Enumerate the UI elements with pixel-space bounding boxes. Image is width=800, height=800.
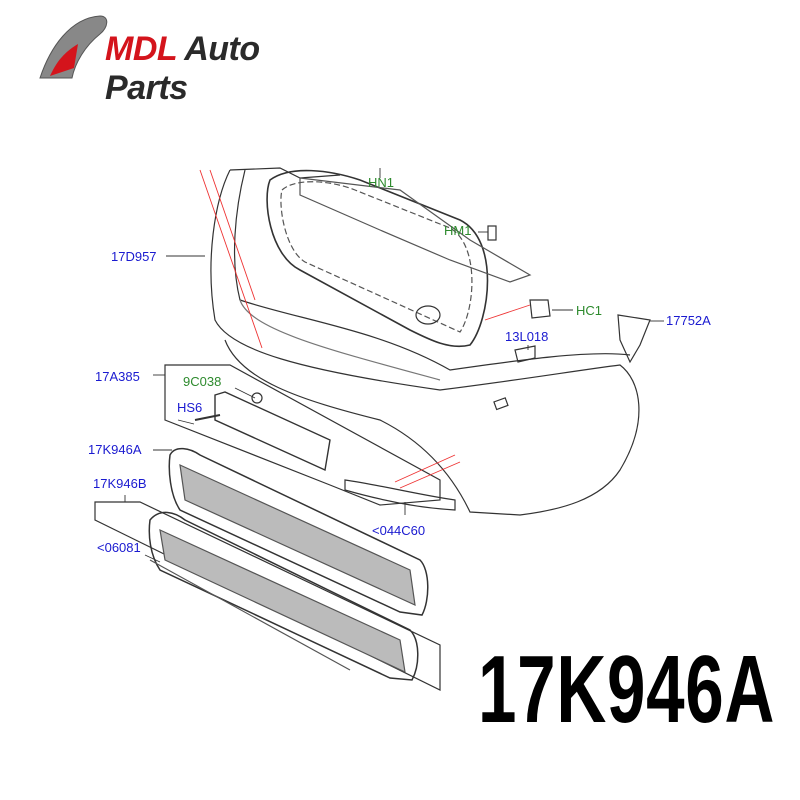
- fog-lamp-trim: [344, 479, 456, 511]
- bumper-cover: [210, 169, 640, 516]
- callout-17D957: 17D957: [111, 249, 157, 264]
- lower-grille-17K946B: [148, 511, 419, 681]
- lower-grille-17K946A: [168, 447, 429, 616]
- callout-13L018: 13L018: [505, 329, 549, 344]
- callout-9C038: 9C038: [183, 374, 222, 389]
- callout-06081: <06081: [97, 540, 141, 555]
- part-number-heading: 17K946A: [478, 636, 776, 743]
- lower-grille-box: [94, 501, 441, 691]
- callout-HN1: HN1: [368, 175, 395, 190]
- callout-17K946A: 17K946A: [88, 442, 142, 457]
- callout-17752A: 17752A: [666, 313, 711, 328]
- license-plate-bracket-box: [164, 364, 441, 506]
- callout-17A385: 17A385: [95, 369, 140, 384]
- callout-HC1: HC1: [576, 303, 603, 318]
- mdl-logo: MDL Auto Parts: [30, 8, 350, 107]
- upper-grille: [266, 169, 489, 348]
- swoosh-logo-icon: [39, 15, 108, 79]
- callout-HM1: HM1: [444, 223, 472, 238]
- logo-text: MDL Auto Parts: [105, 30, 260, 107]
- callout-17K946B: 17K946B: [93, 476, 147, 491]
- callout-HS6: HS6: [177, 400, 203, 415]
- callout-044C60: <044C60: [372, 523, 426, 538]
